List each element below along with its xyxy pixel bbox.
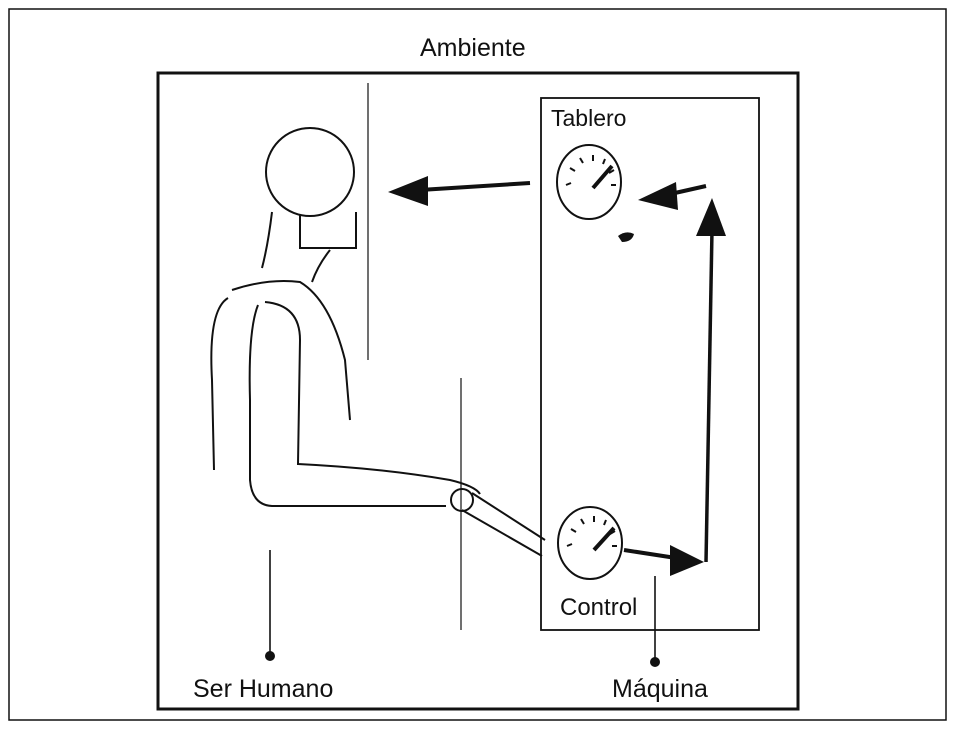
human-lever-bottom bbox=[462, 510, 542, 556]
loop-to-panel-arrow bbox=[638, 182, 706, 210]
human-label: Ser Humano bbox=[193, 677, 333, 702]
human-figure bbox=[211, 128, 545, 556]
human-face-line bbox=[300, 212, 356, 248]
panel-label: Tablero bbox=[551, 107, 626, 130]
human-back bbox=[211, 298, 228, 470]
human-head bbox=[266, 128, 354, 216]
environment-title: Ambiente bbox=[420, 36, 526, 61]
loop-up-arrowhead bbox=[696, 198, 726, 236]
human-pointer-dot bbox=[265, 651, 275, 661]
human-neck-back bbox=[262, 212, 272, 268]
human-neck-front bbox=[312, 250, 330, 282]
panel-gauge bbox=[557, 145, 621, 219]
machine-box bbox=[541, 98, 759, 630]
control-label: Control bbox=[560, 596, 637, 620]
panel-ink-spot bbox=[618, 232, 634, 242]
panel-to-human-arrow bbox=[388, 176, 530, 206]
human-arm-front bbox=[265, 302, 480, 494]
environment-box bbox=[158, 73, 798, 709]
control-to-loop-arrow bbox=[624, 545, 704, 576]
control-gauge bbox=[558, 507, 622, 579]
machine-pointer-dot bbox=[650, 657, 660, 667]
machine-label: Máquina bbox=[612, 677, 708, 702]
human-hand bbox=[451, 489, 473, 511]
loop-vertical-line bbox=[706, 230, 712, 562]
human-lever-top bbox=[472, 493, 545, 540]
outer-frame bbox=[9, 9, 946, 720]
